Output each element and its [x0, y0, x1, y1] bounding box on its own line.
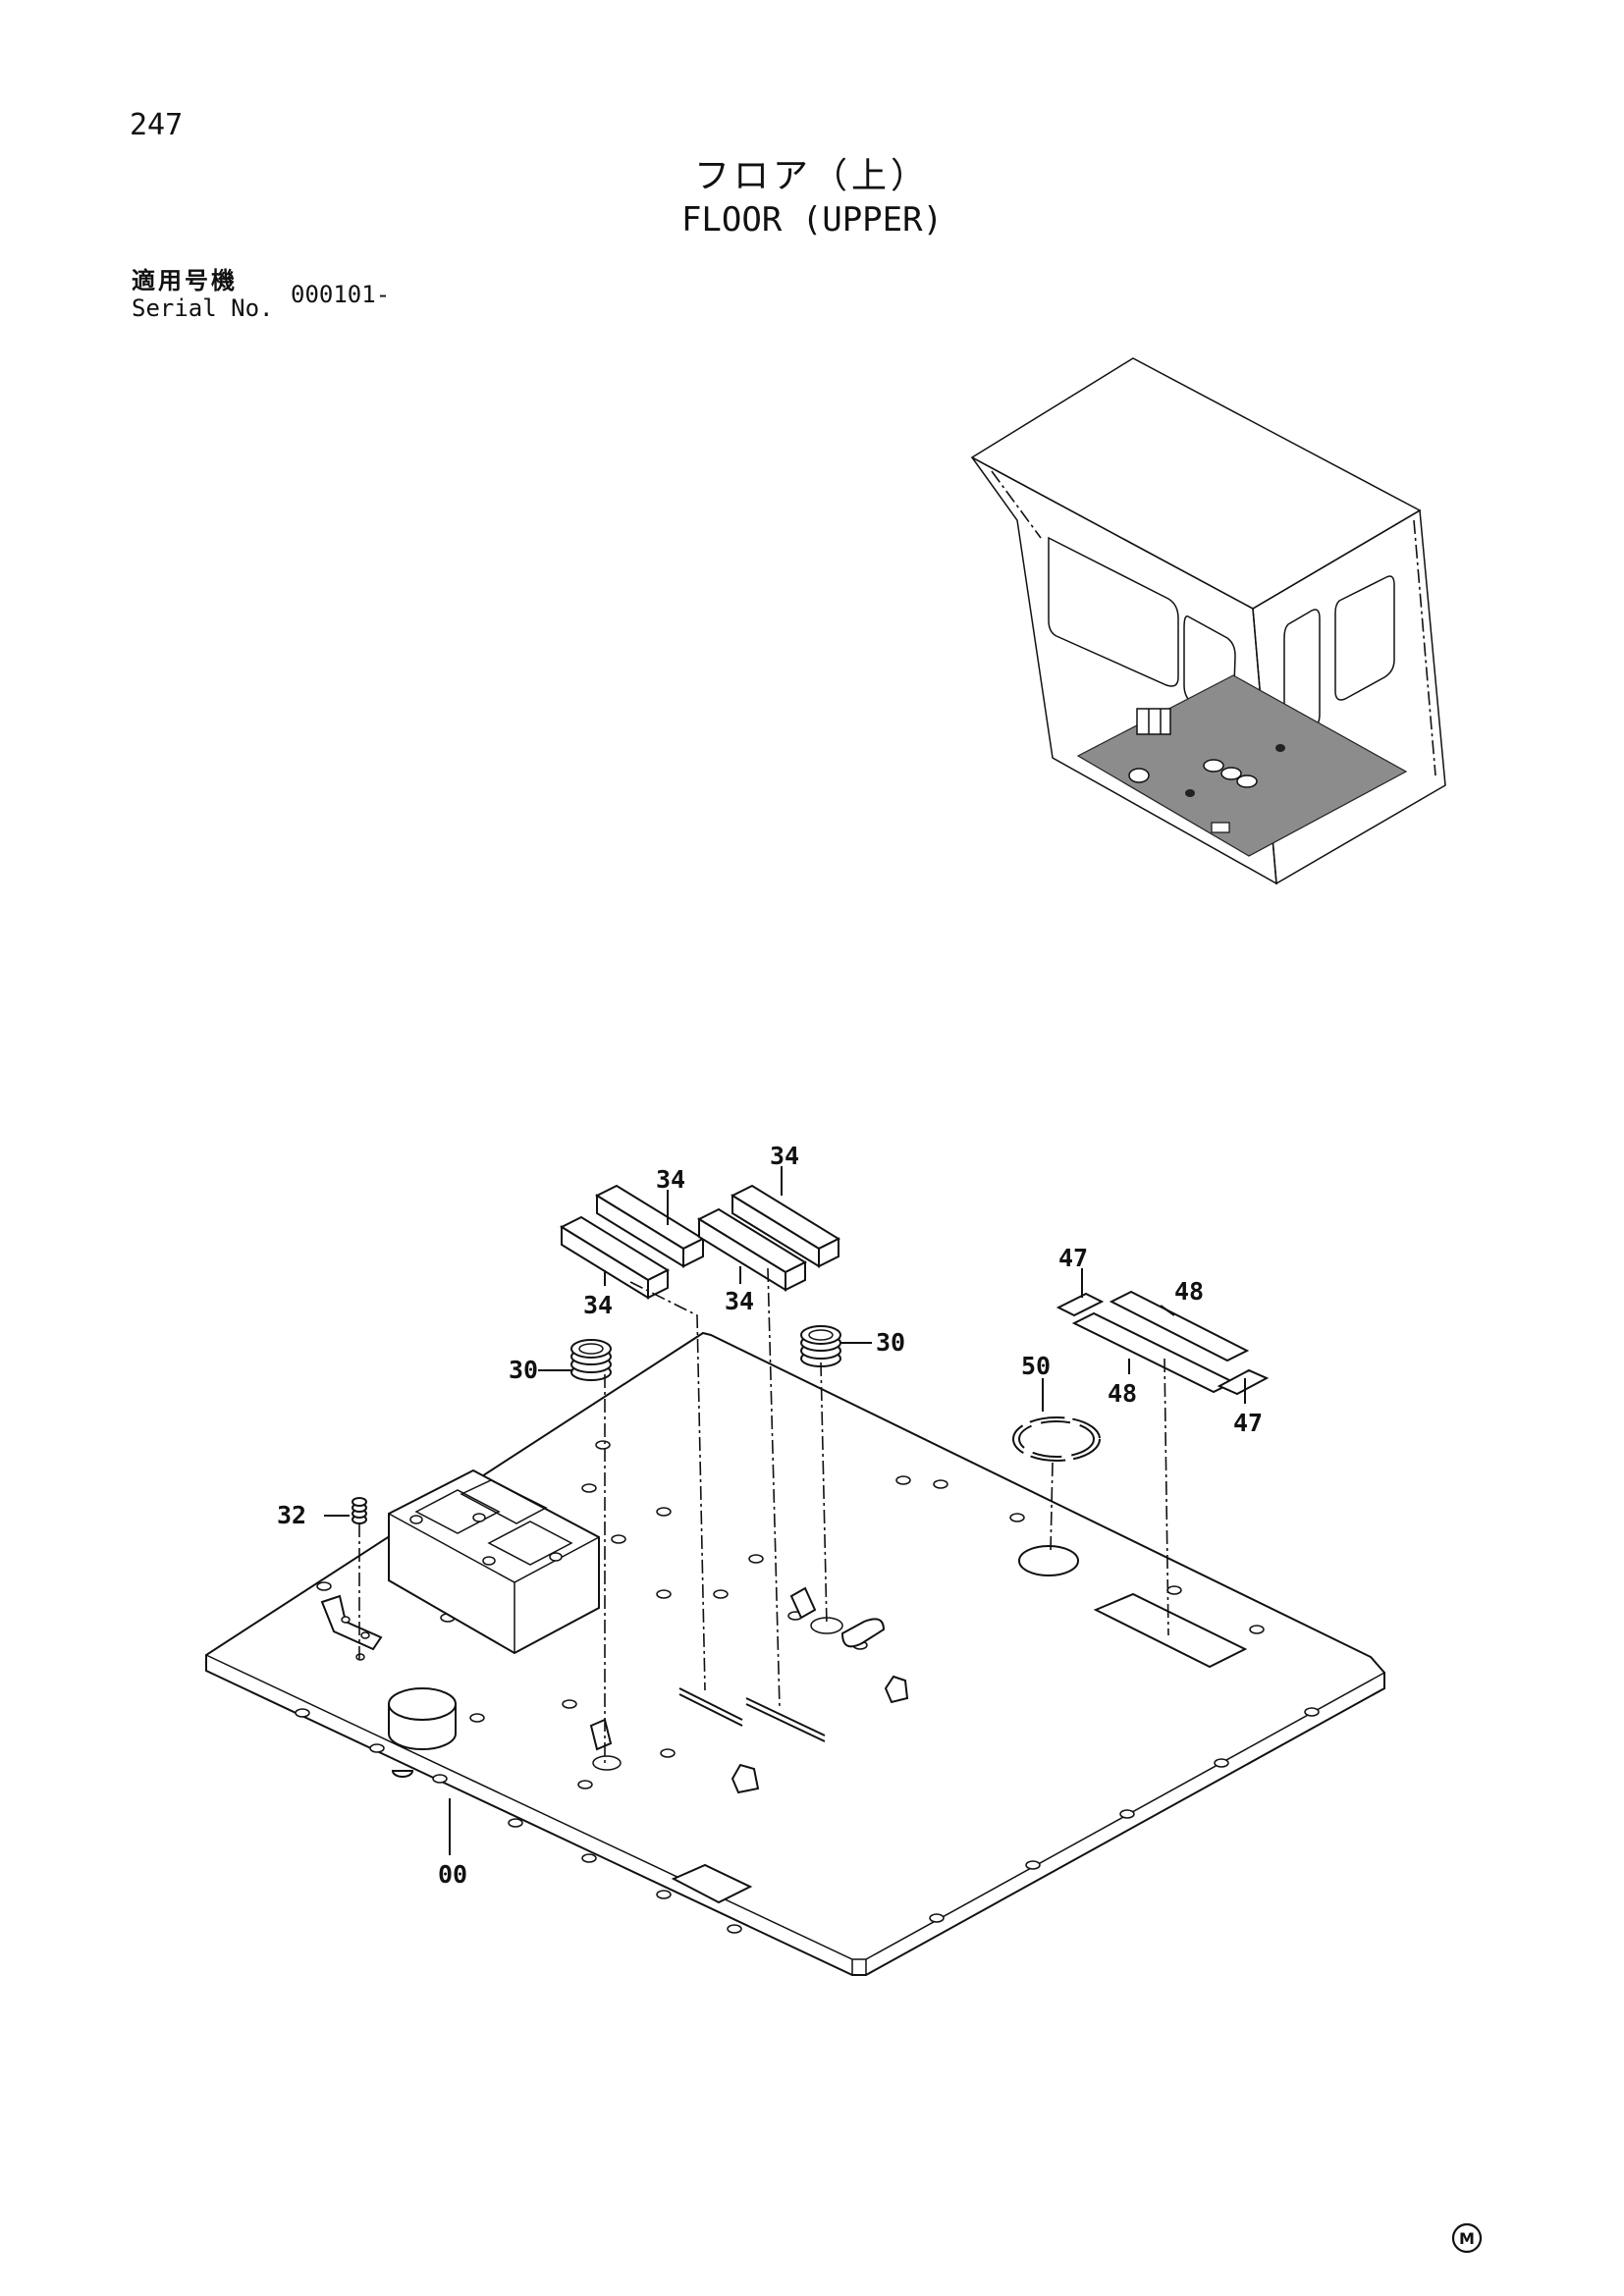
- ring-grommet-50: [1012, 1416, 1101, 1462]
- callout-48-top: 48: [1174, 1277, 1204, 1306]
- assembly-lines: [358, 1267, 1169, 1763]
- rect-opening-right: [1093, 1592, 1248, 1669]
- serial-number-value: 000101-: [291, 281, 391, 308]
- serial-label-english: Serial No.: [132, 294, 274, 322]
- large-hole: [1018, 1545, 1079, 1576]
- nut-boss-center: [731, 1763, 760, 1794]
- callout-30-left: 30: [509, 1356, 538, 1384]
- grommet-30-left: [570, 1339, 612, 1381]
- oval-slot: [840, 1618, 886, 1648]
- callout-34-a: 34: [656, 1165, 685, 1194]
- callout-47-bottom: 47: [1233, 1409, 1263, 1437]
- floor-plate-assembly: [205, 1331, 1385, 1976]
- serial-label-japanese: 適用号機: [132, 267, 238, 294]
- manufacturer-mark-icon: M: [1451, 2222, 1483, 2254]
- callout-30-right: 30: [876, 1328, 905, 1357]
- manufacturer-mark-letter: M: [1459, 2229, 1475, 2248]
- seal-strips-47-48: [1056, 1290, 1270, 1396]
- callout-32: 32: [277, 1501, 306, 1529]
- callout-48-bottom: 48: [1108, 1379, 1137, 1408]
- control-box: [388, 1468, 600, 1655]
- callout-34-c: 34: [583, 1291, 613, 1319]
- nut-boss-right: [884, 1675, 909, 1704]
- callout-34-b: 34: [770, 1142, 799, 1170]
- clip-left: [589, 1718, 622, 1771]
- callout-34-d: 34: [725, 1287, 754, 1315]
- bracket-left: [320, 1594, 383, 1661]
- page-title-japanese: フロア（上）: [693, 156, 930, 196]
- callout-47-top: 47: [1058, 1244, 1088, 1272]
- cylinder-boss: [388, 1687, 457, 1778]
- page-title-english: FLOOR (UPPER): [680, 200, 944, 240]
- grommet-30-right: [800, 1325, 841, 1367]
- cab-overview-illustration: [970, 357, 1446, 885]
- seal-strips-34: [559, 1184, 841, 1300]
- leader-lines: [324, 1166, 1246, 1855]
- slit-openings: [678, 1687, 826, 1742]
- rect-opening-front: [671, 1863, 753, 1904]
- callout-00: 00: [438, 1860, 467, 1889]
- page-number: 247: [130, 108, 184, 142]
- callout-50: 50: [1021, 1352, 1051, 1380]
- bolt-32: [352, 1497, 367, 1524]
